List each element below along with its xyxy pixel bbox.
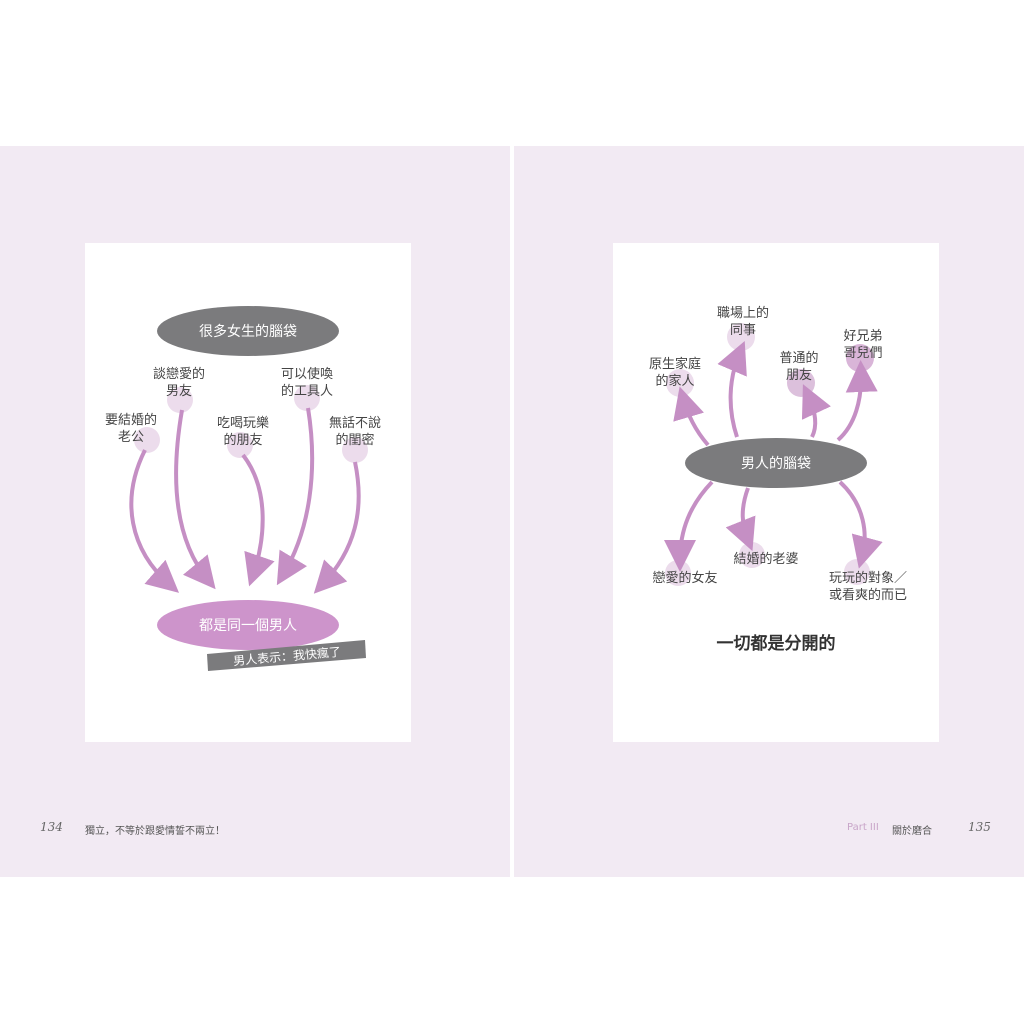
source-label: 很多女生的腦袋: [199, 324, 297, 340]
item-best-friend: 無話不說 的閨密: [328, 416, 382, 448]
right-diagram-card: [613, 243, 939, 742]
center-label: 男人的腦袋: [741, 456, 811, 472]
item-tool-man: 可以使喚 的工具人: [280, 367, 334, 399]
section-title: 關於磨合: [892, 826, 932, 837]
item-husband: 要結婚的 老公: [104, 413, 158, 445]
item-fling: 玩玩的對象／ 或看爽的而已: [828, 571, 908, 603]
item-bros: 好兄弟 哥兒們: [843, 329, 883, 361]
item-girlfriend: 戀愛的女友: [652, 571, 718, 586]
item-colleague: 職場上的 同事: [716, 306, 770, 338]
item-wife: 結婚的老婆: [733, 552, 799, 567]
center-ellipse: [685, 438, 867, 488]
source-ellipse: [157, 306, 339, 356]
caption-banner: [207, 640, 366, 671]
running-title: 獨立，不等於跟愛情誓不兩立！: [85, 826, 225, 837]
page-number-right: 135: [968, 820, 991, 834]
target-label: 都是同一個男人: [199, 618, 297, 634]
item-boyfriend: 談戀愛的 男友: [152, 367, 206, 399]
part-label: Part III: [847, 822, 879, 833]
conclusion: 一切都是分開的: [716, 634, 836, 654]
item-friend: 普通的 朋友: [779, 351, 819, 383]
page-number-left: 134: [40, 820, 63, 834]
arrows: [129, 340, 883, 594]
item-family: 原生家庭 的家人: [648, 357, 702, 389]
target-ellipse: [157, 600, 339, 650]
item-fun-friend: 吃喝玩樂 的朋友: [216, 416, 270, 448]
